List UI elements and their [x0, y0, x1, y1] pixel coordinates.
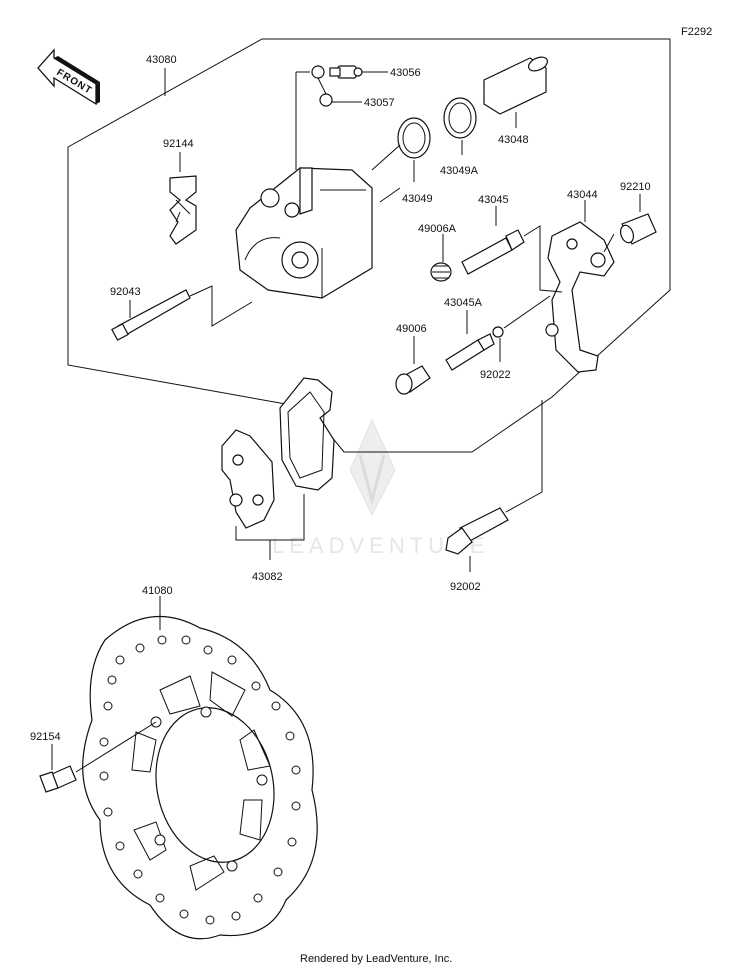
label-43048: 43048 — [498, 134, 529, 146]
cap-43057 — [311, 65, 333, 107]
label-43056: 43056 — [390, 67, 421, 79]
label-92022: 92022 — [480, 369, 511, 381]
brake-pad-front-43082 — [221, 429, 275, 529]
label-43049: 43049 — [402, 193, 433, 205]
pad-pin-92043 — [111, 289, 191, 341]
label-43082: 43082 — [252, 571, 283, 583]
slide-pin-43045A — [445, 333, 495, 371]
label-92210: 92210 — [620, 181, 651, 193]
piston-43048 — [483, 56, 549, 115]
label-92144: 92144 — [163, 138, 194, 150]
label-43045: 43045 — [478, 194, 509, 206]
footer-credit: Rendered by LeadVenture, Inc. — [300, 953, 452, 965]
brake-disc-41080 — [82, 615, 318, 940]
label-92154: 92154 — [30, 731, 61, 743]
pad-spring-92144 — [169, 175, 197, 245]
label-43057: 43057 — [364, 97, 395, 109]
boot-49006A — [430, 262, 452, 282]
bolt-92002 — [445, 507, 509, 555]
disc-bolt-92154 — [39, 765, 77, 793]
front-arrow-icon: FRONT — [37, 48, 100, 106]
label-43080: 43080 — [146, 54, 177, 66]
collar-92210 — [619, 213, 657, 245]
brake-pad-rear-43082 — [279, 377, 335, 491]
label-92043: 92043 — [110, 286, 141, 298]
assembly-outline — [67, 38, 671, 453]
caliper-body — [235, 167, 373, 299]
label-92002: 92002 — [450, 581, 481, 593]
circlip-92022 — [492, 326, 504, 338]
label-43044: 43044 — [567, 189, 598, 201]
bleed-screw-43056 — [329, 65, 363, 79]
label-41080: 41080 — [142, 585, 173, 597]
label-43045A: 43045A — [444, 297, 483, 309]
figure-code: F2292 — [681, 26, 712, 38]
label-49006: 49006 — [396, 323, 427, 335]
boot-49006 — [395, 365, 431, 395]
slide-pin-43045 — [461, 229, 525, 275]
caliper-bracket-43044 — [545, 221, 615, 373]
label-49006A: 49006A — [418, 223, 457, 235]
label-43049A: 43049A — [440, 165, 479, 177]
